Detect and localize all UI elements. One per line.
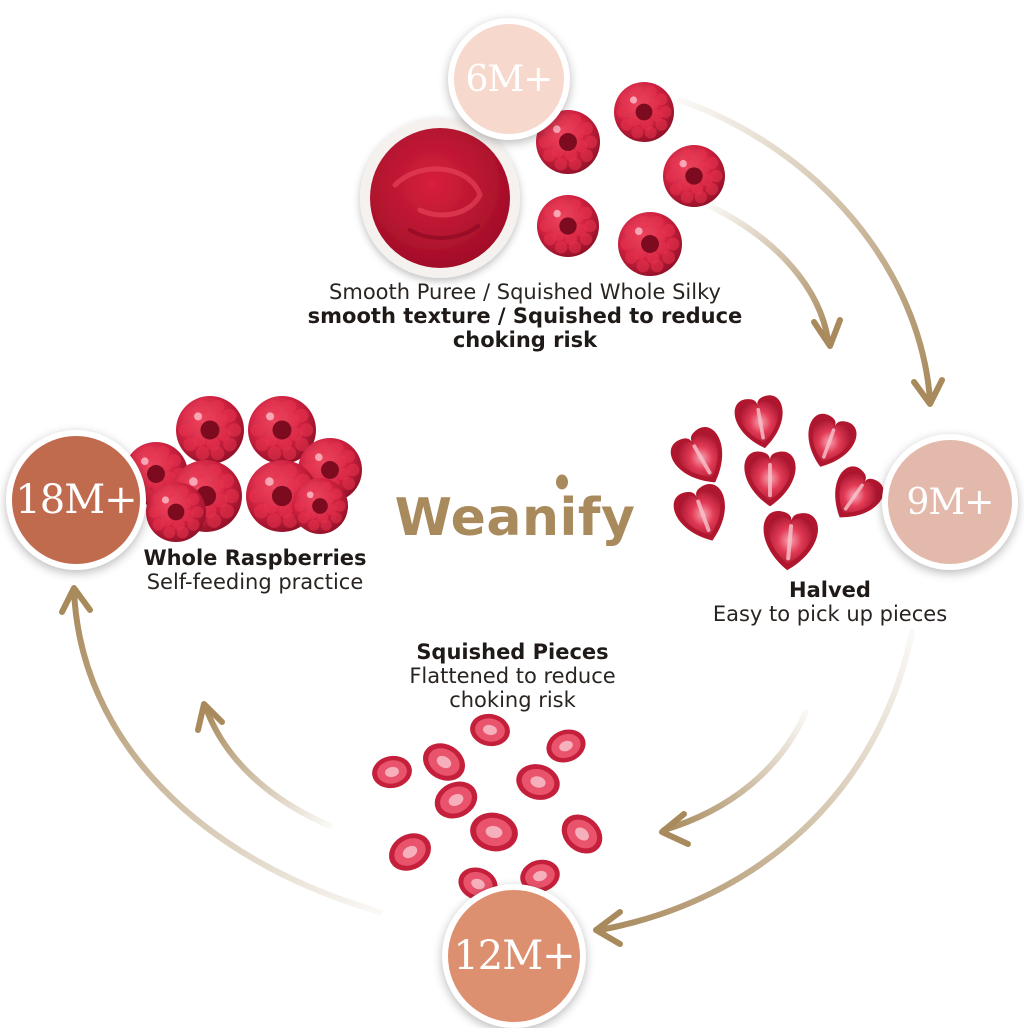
stage-12m-description: Squished Pieces Flattened to reduce chok… [380,640,645,712]
squished-piece-2 [546,729,586,763]
squished-raspberry-pieces [372,713,603,901]
arrow-9m-to-12m-outer [597,629,915,933]
age-badge-6m: 6M+ [448,18,570,140]
halved-raspberry-2 [808,414,857,467]
squished-piece-6 [434,781,478,819]
spoon-icon [556,474,568,490]
stage-12m-title: Squished Pieces [416,640,609,664]
whole-raspberries-6m [536,82,725,276]
stage-18m-title: Whole Raspberries [143,546,367,570]
halved-raspberry-5 [835,466,884,518]
arrow-6m-to-9m-outer [677,97,933,403]
arrow-head-9m-12m-inner [659,811,691,847]
age-badge-18m: 18M+ [6,430,146,570]
age-badge-12m: 12M+ [442,884,586,1028]
stage-6m-line-1: Smooth Puree / Squished Whole Silky [329,280,721,304]
stage-6m-description: Smooth Puree / Squished Whole Silky smoo… [300,280,750,352]
squished-piece-5 [516,764,560,800]
halved-raspberry-7 [763,510,819,571]
halved-raspberry-1 [734,395,783,449]
whole-raspberry-18m-2 [248,396,316,464]
brand-wordmark: Weanify [394,488,636,548]
stage-12m-detail-line-2: choking risk [449,688,576,712]
whole-raspberry-18m-7 [146,482,206,542]
halved-raspberries [670,395,884,571]
stage-12m-detail-line-1: Flattened to reduce [409,664,616,688]
stage-18m-description: Whole Raspberries Self-feeding practice [110,546,400,594]
whole-raspberry-6m-2 [614,82,674,142]
stage-9m-description: Halved Easy to pick up pieces [690,578,970,626]
age-label-18m: 18M+ [15,477,137,523]
arrow-head-12m-18m-outer [59,585,93,615]
whole-raspberry-18m-8 [292,478,348,534]
arrow-head-9m-12m-outer [593,909,623,947]
squished-piece-11 [520,859,560,893]
brand-logo: Weanify [380,474,650,558]
squished-piece-1 [470,713,510,747]
squished-piece-7 [470,812,518,852]
arrow-9m-to-12m-inner [661,709,809,833]
arrow-12m-to-18m-inner [203,705,333,829]
squished-piece-8 [561,814,603,854]
whole-raspberries-pile [124,396,362,542]
age-label-6m: 6M+ [465,58,554,100]
arrow-12m-to-18m-outer [71,587,383,915]
age-label-12m: 12M+ [453,933,575,979]
whole-raspberry-6m-3 [663,145,725,207]
stage-9m-detail: Easy to pick up pieces [712,602,948,626]
whole-raspberry-6m-1 [536,110,600,174]
arrow-6m-to-9m-inner [705,202,831,343]
arrow-head-6m-9m-inner [811,317,843,349]
stage-6m-line-2: smooth texture / Squished to reduce [307,304,743,328]
stage-18m-detail: Self-feeding practice [146,570,364,594]
stage-9m-title: Halved [789,578,871,602]
age-label-9m: 9M+ [906,481,995,523]
stage-6m-line-3: choking risk [452,328,598,352]
puree-bowl-illustration [360,118,520,278]
whole-raspberry-6m-4 [537,195,599,257]
squished-piece-4 [372,755,412,789]
flow-arrows [59,97,945,947]
halved-raspberry-4 [744,451,796,507]
arrow-head-6m-9m-outer [911,377,945,407]
arrow-head-12m-18m-inner [195,701,225,733]
whole-raspberry-18m-1 [176,396,244,464]
age-badge-9m: 9M+ [882,434,1018,570]
halved-raspberry-6 [673,484,725,541]
squished-piece-9 [389,833,431,871]
whole-raspberry-6m-5 [618,212,682,276]
halved-raspberry-3 [670,426,723,483]
squished-piece-3 [423,743,465,781]
